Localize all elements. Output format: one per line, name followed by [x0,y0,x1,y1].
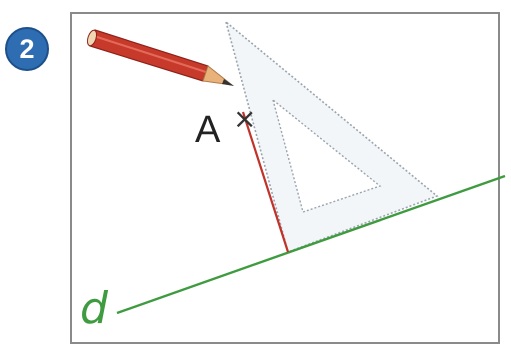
point-a-label: A [195,109,221,151]
step-badge-ring [5,27,49,71]
step-badge-circle [6,28,48,70]
pencil-highlight [93,35,207,73]
point-a-cross-mark: × [233,102,256,135]
pencil-icon [86,29,234,86]
pencil-end [86,29,98,47]
set-square [224,19,439,254]
pencil-body [89,29,209,82]
step-number-badge: 2 [5,27,49,71]
line-d [116,174,506,315]
set-square-outer [224,19,439,254]
line-d-label: d [80,283,109,334]
step-number: 2 [19,34,34,64]
perpendicular-segment [241,111,290,253]
pencil-lead [222,79,234,86]
set-square-inner [271,98,382,213]
